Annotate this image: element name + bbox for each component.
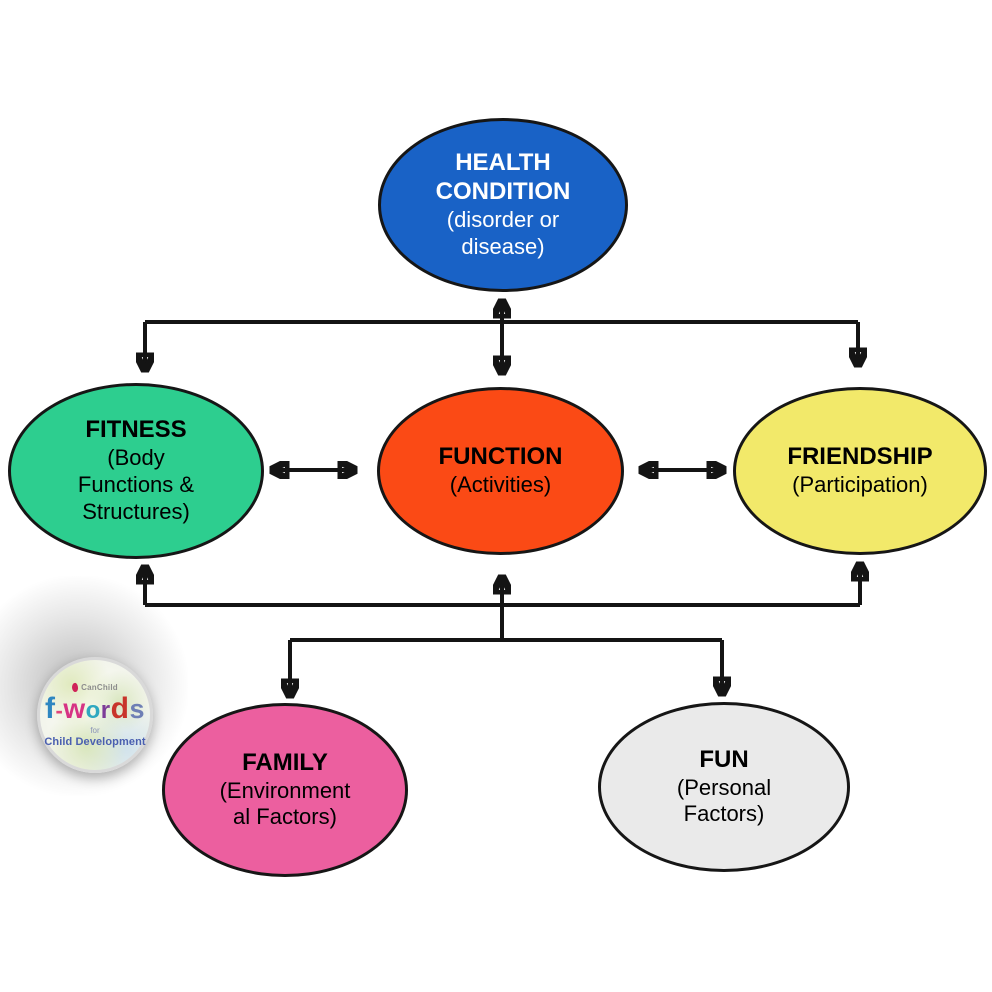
node-subtitle: (Participation): [792, 471, 928, 497]
node-title: FUNCTION: [438, 443, 563, 471]
node-health-condition: HEALTH CONDITION (disorder or disease): [378, 118, 628, 292]
node-fun: FUN (Personal Factors): [598, 702, 850, 872]
fword-letter: r: [100, 696, 111, 724]
fword-letter: s: [129, 693, 145, 724]
canchild-brand: CanChild: [71, 681, 118, 693]
node-function: FUNCTION (Activities): [377, 387, 624, 555]
fword-letter: d: [110, 691, 130, 725]
canchild-icon: [71, 681, 80, 693]
node-title: HEALTH CONDITION: [435, 149, 571, 206]
node-family: FAMILY (Environment al Factors): [162, 703, 408, 877]
badge-subtitle: Child Development: [44, 735, 146, 748]
fword-letter: -: [55, 697, 64, 723]
node-subtitle: (Activities): [449, 471, 552, 497]
fwords-logo-badge: CanChild f-words for Child Development: [37, 657, 153, 773]
fword-letter: w: [63, 692, 86, 724]
canchild-label: CanChild: [81, 682, 118, 692]
node-friendship: FRIENDSHIP (Participation): [733, 387, 987, 555]
node-title: FRIENDSHIP: [787, 443, 933, 471]
node-title: FITNESS: [85, 416, 187, 444]
node-subtitle: (disorder or disease): [446, 206, 560, 259]
fword-letter: f: [45, 691, 56, 725]
node-title: FUN: [699, 745, 749, 773]
node-fitness: FITNESS (Body Functions & Structures): [8, 383, 264, 559]
node-subtitle: (Personal Factors): [676, 774, 772, 827]
node-subtitle: (Environment al Factors): [219, 777, 351, 830]
node-title: FAMILY: [242, 748, 328, 776]
node-subtitle: (Body Functions & Structures): [77, 445, 195, 524]
fword-letter: o: [85, 696, 101, 724]
for-label: for: [90, 725, 100, 735]
fwords-wordmark: f-words: [45, 691, 145, 725]
